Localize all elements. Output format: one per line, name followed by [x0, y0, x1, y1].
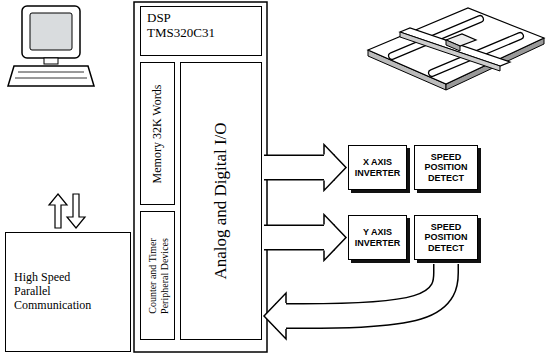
node-label: DSP TMS320C31	[147, 11, 227, 41]
computer-icon	[8, 6, 94, 86]
detector-box: SPEED POSITION DETECT	[414, 215, 478, 260]
node-label: Analog and Digital I/O	[211, 67, 231, 335]
screen	[30, 13, 72, 50]
node-label: High Speed Parallel Communication	[14, 271, 99, 312]
flow-arrow	[264, 264, 446, 339]
node-label: SPEED POSITION DETECT	[418, 222, 474, 253]
arrow-head	[264, 293, 286, 339]
carriage-side	[446, 40, 460, 51]
arrow-shaft	[275, 264, 446, 316]
flow-arrow	[264, 145, 346, 191]
arrow-head	[324, 145, 346, 191]
flow-arrow	[264, 215, 346, 261]
monitor	[22, 6, 80, 58]
up-arrow	[49, 194, 67, 228]
node-label: X AXIS INVERTER	[352, 157, 403, 178]
arrow-head-fill	[324, 145, 346, 191]
xy-table	[368, 8, 544, 90]
detector-box: SPEED POSITION DETECT	[414, 145, 478, 190]
keyboard	[8, 66, 94, 86]
arrow-shaft-outline	[275, 264, 446, 316]
dsp-box: DSP TMS320C31	[140, 6, 262, 56]
memory-box: Memory 32K Words	[140, 62, 175, 205]
inverter-box: X AXIS INVERTER	[348, 145, 407, 190]
key-row	[15, 78, 87, 79]
communication-box: High Speed Parallel Communication	[5, 232, 131, 352]
gantry-side	[400, 32, 500, 71]
inverter-box: Y AXIS INVERTER	[348, 215, 407, 260]
node-label: SPEED POSITION DETECT	[418, 152, 474, 183]
arrow-head	[324, 215, 346, 261]
node-label: Counter and Timer Peripheral Devices	[146, 216, 169, 335]
node-label: Y AXIS INVERTER	[352, 227, 403, 248]
arrow-head-fill	[264, 293, 286, 339]
key-row	[18, 72, 84, 73]
controller-board	[134, 2, 267, 352]
arrow-head-fill	[324, 215, 346, 261]
gantry-bar	[400, 28, 510, 66]
node-label: Memory 32K Words	[151, 67, 165, 200]
table-plate	[368, 8, 544, 84]
io-box: Analog and Digital I/O	[180, 62, 262, 340]
monitor-neck	[44, 58, 58, 64]
counter-timer-box: Counter and Timer Peripheral Devices	[140, 211, 175, 340]
down-arrow	[67, 194, 85, 228]
